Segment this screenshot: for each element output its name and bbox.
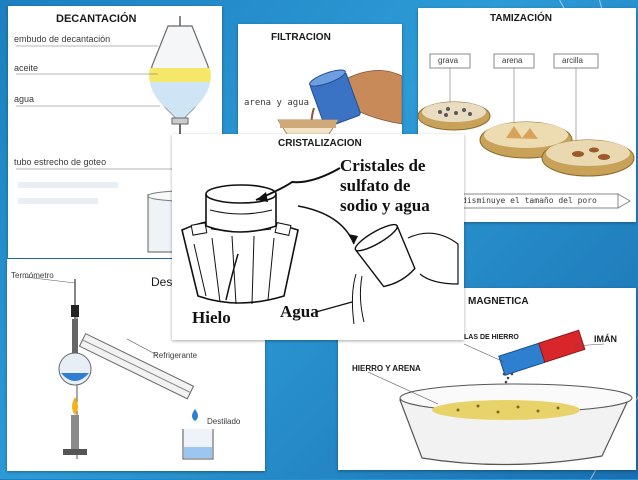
tamizacion-panel: TAMIZACIÓN grava arena arcilla disminuye… bbox=[418, 8, 636, 222]
water-label: agua bbox=[14, 94, 35, 104]
filtracion-panel: FILTRACION arena y agua bbox=[238, 24, 402, 142]
gravel-label: grava bbox=[438, 56, 459, 65]
magnet-label: IMÁN bbox=[594, 334, 617, 344]
distillate-label: Destilado bbox=[207, 417, 241, 426]
filtracion-title: FILTRACION bbox=[271, 32, 331, 43]
cristalizacion-panel: CRISTALIZACION bbox=[172, 134, 464, 340]
crystals-label-line-3: sodio y agua bbox=[340, 196, 430, 215]
decantacion-title: DECANTACIÓN bbox=[56, 13, 137, 25]
ice-label: Hielo bbox=[192, 308, 231, 327]
pore-size-caption: disminuye el tamaño del poro bbox=[462, 196, 597, 205]
filtration-illustration bbox=[277, 69, 402, 142]
funnel-label: embudo de decantación bbox=[14, 34, 111, 44]
sieve-illustration bbox=[418, 53, 635, 209]
distillation-illustration bbox=[24, 276, 214, 460]
destilacion-title: Des bbox=[151, 275, 173, 289]
sand-water-label: arena y agua bbox=[244, 98, 310, 108]
cristalizacion-title: CRISTALIZACION bbox=[278, 138, 362, 149]
thermometer-label: Termómetro bbox=[11, 271, 54, 280]
magnetica-title: MAGNETICA bbox=[468, 296, 529, 307]
iron-sand-label: HIERRO Y ARENA bbox=[352, 364, 421, 373]
drip-tube-label: tubo estrecho de goteo bbox=[14, 157, 107, 167]
crystals-label-line-2: sulfato de bbox=[340, 176, 411, 195]
crystallization-illustration bbox=[181, 167, 459, 325]
iron-filings-label: LAS DE HIERRO bbox=[464, 334, 519, 341]
crystals-label-line-1: Cristales de bbox=[340, 156, 426, 175]
tamizacion-title: TAMIZACIÓN bbox=[490, 13, 553, 24]
water-label: Agua bbox=[280, 302, 319, 321]
oil-label: aceite bbox=[14, 63, 39, 73]
sand-label: arena bbox=[502, 56, 523, 65]
condenser-label: Refrigerante bbox=[153, 351, 198, 360]
clay-label: arcilla bbox=[562, 56, 583, 65]
magnet-illustration bbox=[367, 329, 633, 466]
